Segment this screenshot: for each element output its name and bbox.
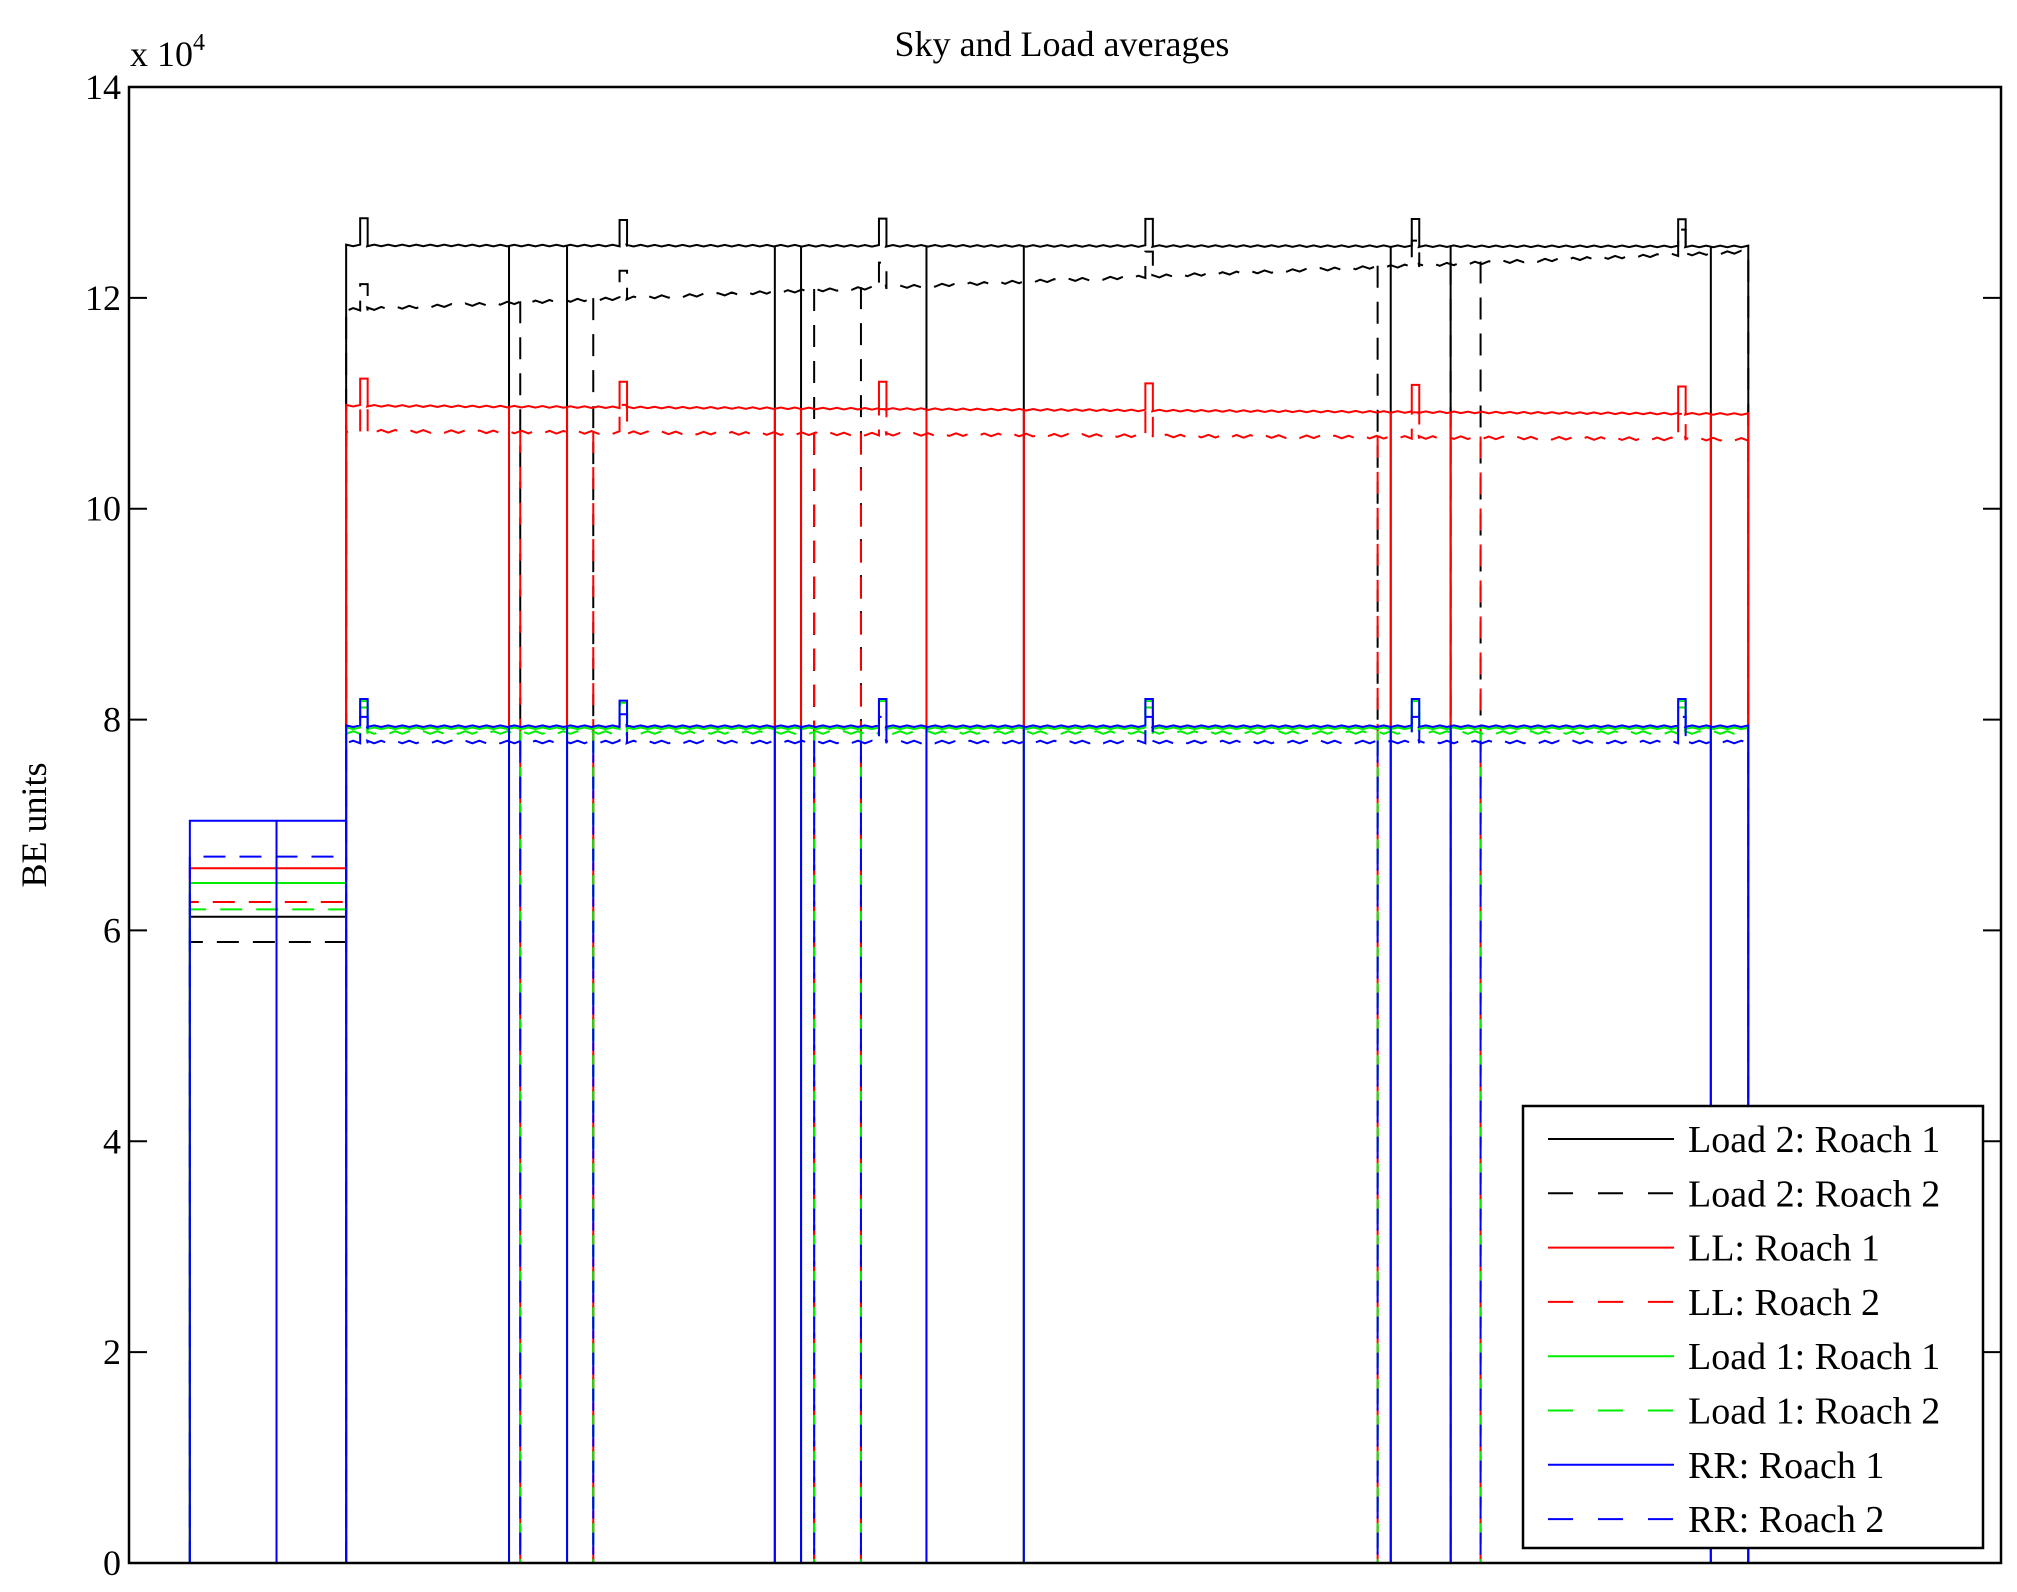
series-line	[188, 403, 1750, 1563]
series-line	[188, 700, 1750, 1563]
legend-item: Load 2: Roach 1	[1548, 1119, 1940, 1161]
y-tick-label: 2	[103, 1332, 121, 1372]
y-tick-label: 8	[103, 700, 121, 740]
legend-item: Load 1: Roach 1	[1548, 1336, 1940, 1378]
legend-item: LL: Roach 1	[1548, 1228, 1880, 1270]
series-rr-roach-1	[188, 698, 1750, 1563]
y-tick-label: 10	[85, 489, 121, 529]
series-load-2-roach-1	[188, 217, 1750, 1563]
legend-label: LL: Roach 1	[1688, 1228, 1880, 1270]
series-line	[188, 713, 1750, 1563]
legend-label: Load 1: Roach 2	[1688, 1391, 1940, 1433]
series-layer	[188, 217, 1750, 1563]
y-multiplier-exponent: 4	[193, 30, 205, 56]
legend-label: RR: Roach 1	[1688, 1445, 1884, 1487]
plot-frame	[127, 85, 2003, 1565]
series-load-1-roach-2	[188, 703, 1750, 1563]
series-ll-roach-2	[188, 403, 1750, 1563]
legend-item: Load 2: Roach 2	[1548, 1173, 1940, 1215]
legend-label: Load 2: Roach 1	[1688, 1119, 1940, 1161]
series-load-1-roach-1	[188, 700, 1750, 1563]
legend-item: Load 1: Roach 2	[1548, 1391, 1940, 1433]
y-ticks: 0 2 4 6 8 10 12 14	[85, 67, 2001, 1583]
series-ll-roach-1	[188, 377, 1750, 1563]
series-line	[188, 217, 1750, 1563]
legend-item: LL: Roach 2	[1548, 1282, 1880, 1324]
legend-item: RR: Roach 1	[1548, 1445, 1884, 1487]
y-multiplier: x 104	[130, 30, 205, 74]
legend: Load 2: Roach 1 Load 2: Roach 2 LL: Roach …	[1521, 1104, 1985, 1550]
legend-box	[1521, 1104, 1985, 1550]
legend-label: Load 1: Roach 1	[1688, 1336, 1940, 1378]
chart-title: Sky and Load averages	[895, 24, 1230, 64]
legend-item: RR: Roach 2	[1548, 1499, 1884, 1541]
y-tick-label: 4	[103, 1121, 121, 1161]
series-rr-roach-2	[188, 713, 1750, 1563]
series-line	[188, 228, 1750, 1563]
series-line	[188, 703, 1750, 1563]
y-axis-label: BE units	[14, 762, 54, 887]
series-line	[188, 698, 1750, 1563]
y-tick-label: 0	[103, 1543, 121, 1583]
y-tick-label: 14	[85, 67, 121, 107]
legend-label: Load 2: Roach 2	[1688, 1173, 1940, 1215]
legend-label: RR: Roach 2	[1688, 1499, 1884, 1541]
y-tick-label: 6	[103, 910, 121, 950]
y-tick-label: 12	[85, 278, 121, 318]
legend-label: LL: Roach 2	[1688, 1282, 1880, 1324]
series-line	[188, 377, 1750, 1563]
